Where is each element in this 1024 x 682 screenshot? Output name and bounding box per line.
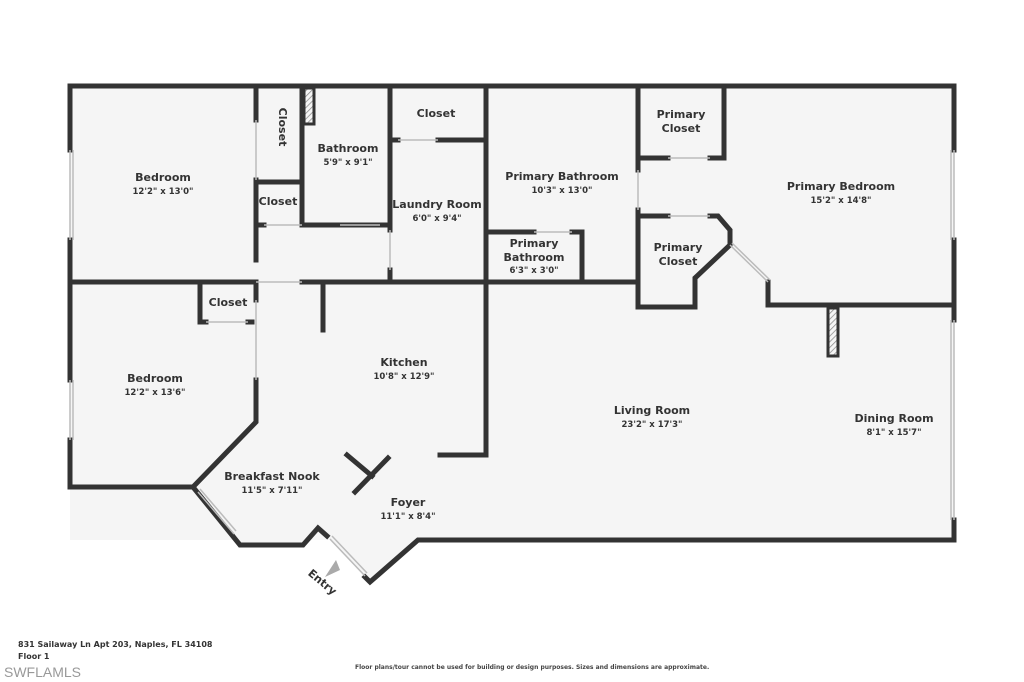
- room-name: Laundry Room: [392, 198, 481, 211]
- room-dims: 12'2" x 13'6": [125, 388, 186, 398]
- room-name: Bathroom: [504, 251, 565, 264]
- entry-arrow-icon: [325, 560, 340, 577]
- room-dims: 11'5" x 7'11": [242, 486, 303, 496]
- room-name: Primary: [657, 108, 706, 121]
- room-labels: Bedroom 12'2" x 13'0" Closet Bathroom 5'…: [125, 107, 934, 522]
- room-name: Bathroom: [318, 142, 379, 155]
- floor-area: [70, 86, 954, 540]
- room-name: Foyer: [391, 496, 426, 509]
- room-name: Kitchen: [380, 356, 427, 369]
- room-name: Dining Room: [854, 412, 933, 425]
- room-dims: 10'3" x 13'0": [532, 186, 593, 196]
- chase: [302, 86, 316, 126]
- floor-area-lower: [70, 487, 954, 582]
- room-name: Closet: [662, 122, 701, 135]
- room-name: Closet: [209, 296, 248, 309]
- room-dims: 15'2" x 14'8": [811, 196, 872, 206]
- doors-windows: [69, 120, 955, 577]
- room-dims: 12'2" x 13'0": [133, 187, 194, 197]
- room-dims: 10'8" x 12'9": [374, 372, 435, 382]
- room-dims: 23'2" x 17'3": [622, 420, 683, 430]
- watermark: SWFLAMLS: [4, 664, 82, 680]
- room-name: Closet: [259, 195, 298, 208]
- address: 831 Sailaway Ln Apt 203, Naples, FL 3410…: [18, 640, 213, 649]
- room-name: Primary: [654, 241, 703, 254]
- room-name: Breakfast Nook: [224, 470, 320, 483]
- room-name: Bedroom: [127, 372, 183, 385]
- room-name: Primary: [510, 237, 559, 250]
- floor-label: Floor 1: [18, 652, 50, 661]
- column: [826, 306, 840, 358]
- room-name: Closet: [276, 108, 289, 147]
- room-dims: 11'1" x 8'4": [380, 512, 435, 522]
- room-name: Bedroom: [135, 171, 191, 184]
- room-name: Closet: [417, 107, 456, 120]
- room-dims: 6'3" x 3'0": [509, 266, 558, 276]
- room-dims: 6'0" x 9'4": [412, 214, 461, 224]
- room-dims: 5'9" x 9'1": [323, 158, 372, 168]
- room-name: Primary Bedroom: [787, 180, 895, 193]
- room-name: Living Room: [614, 404, 690, 417]
- disclaimer: Floor plans/tour cannot be used for buil…: [355, 664, 710, 671]
- room-name: Closet: [659, 255, 698, 268]
- room-name: Primary Bathroom: [505, 170, 618, 183]
- room-dims: 8'1" x 15'7": [866, 428, 921, 438]
